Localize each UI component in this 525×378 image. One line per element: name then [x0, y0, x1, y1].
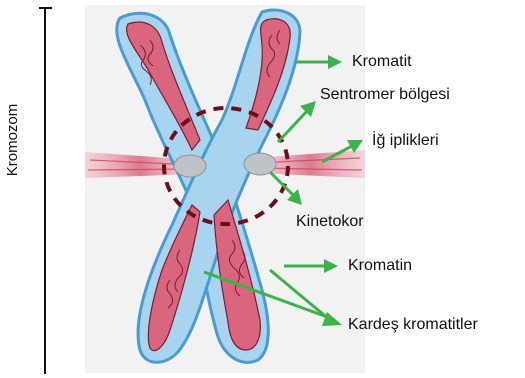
- kromatit-label: Kromatit: [352, 53, 412, 71]
- kromatin-label: Kromatin: [348, 257, 412, 275]
- kardes-kromatitler-label: Kardeş kromatitler: [348, 316, 478, 334]
- kinetokor-label: Kinetokor: [296, 213, 364, 231]
- sentromer-label: Sentromer bölgesi: [320, 86, 450, 104]
- kromozom-label: Kromozom: [4, 80, 21, 200]
- kromozom-bracket: [39, 8, 52, 374]
- ig-iplikleri-label: İğ iplikleri: [372, 132, 439, 150]
